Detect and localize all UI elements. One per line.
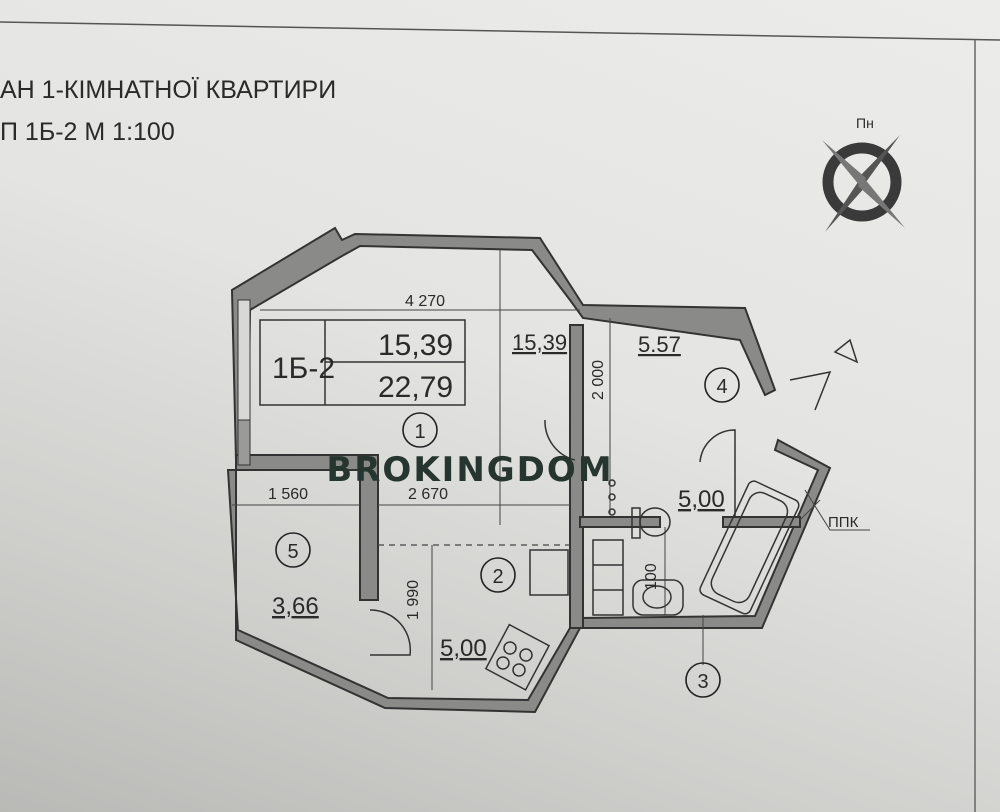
svg-text:5: 5 [287,541,298,563]
interior-lines [232,250,870,690]
room-2-area: 5,00 [440,635,487,662]
room-number-4: 4 [704,367,740,403]
dim-room1-width: 4 270 [405,293,445,310]
dim-bath-depth: 2 000 [590,360,607,400]
svg-text:3: 3 [697,671,708,693]
dim-hall-width: 2 670 [408,486,448,503]
room-number-2: 2 [480,557,516,593]
apartment-type-code: 1Б-2 [272,352,335,385]
bathtub-icon [699,480,800,615]
room-4-area: 5.57 [638,332,681,357]
living-area: 15,39 [378,329,453,362]
room-number-1: 1 [402,412,438,448]
svg-text:2: 2 [492,566,503,588]
stove-icon [484,623,551,691]
dim-wc-width: 100 [643,563,660,590]
room-1-area: 15,39 [512,330,567,355]
room-number-3: 3 [685,662,721,698]
total-area: 22,79 [378,371,453,404]
dim-kitchen-depth: 1 990 [405,580,422,620]
svg-text:1: 1 [414,421,425,443]
room-3-area: 5,00 [678,486,725,513]
page-border-top [0,21,1000,41]
room-5-area: 3,66 [272,593,319,620]
compass-north-label: Пн [856,115,874,131]
toilet-icon [631,507,671,539]
room-number-5: 5 [275,532,311,568]
kitchen-sink-icon [529,549,569,596]
ppk-label: ППК [828,514,859,531]
plan-subtitle: П 1Б-2 М 1:100 [0,118,175,146]
compass-icon [822,135,905,232]
fixtures [484,479,800,691]
svg-text:4: 4 [716,376,727,398]
entrance-arrow-icon [833,338,859,364]
walls [226,226,832,714]
dim-room5-width: 1 560 [268,486,308,503]
washer-icon [592,539,624,616]
watermark-logo: BROKINGDOM [326,450,613,490]
washbasin-icon [632,579,684,616]
plan-title: АН 1-КІМНАТНОЇ КВАРТИРИ [0,76,336,104]
